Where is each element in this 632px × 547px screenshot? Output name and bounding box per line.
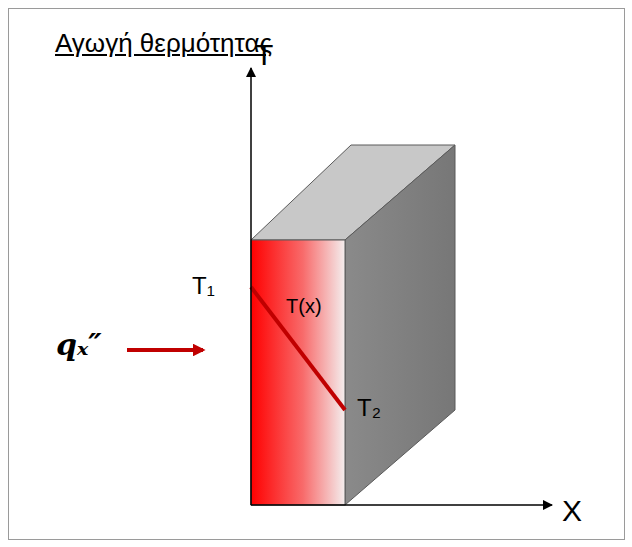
temperature-profile	[251, 287, 345, 410]
slab-front-face	[251, 240, 345, 505]
x-axis	[251, 504, 552, 506]
axis-label: X	[562, 496, 582, 526]
temperature-label: T₁	[192, 274, 215, 298]
temperature-label: T₂	[357, 396, 381, 420]
diagram-title: Αγωγή θερμότητας	[55, 30, 272, 56]
axis-label: T	[255, 40, 273, 70]
slab-side-face	[345, 145, 455, 505]
heat-flux-arrow	[127, 348, 203, 352]
heat-flux-label: qₓ″	[56, 330, 102, 360]
profile-label: T(x)	[286, 296, 322, 316]
t-axis	[250, 68, 252, 505]
frame	[9, 9, 625, 540]
